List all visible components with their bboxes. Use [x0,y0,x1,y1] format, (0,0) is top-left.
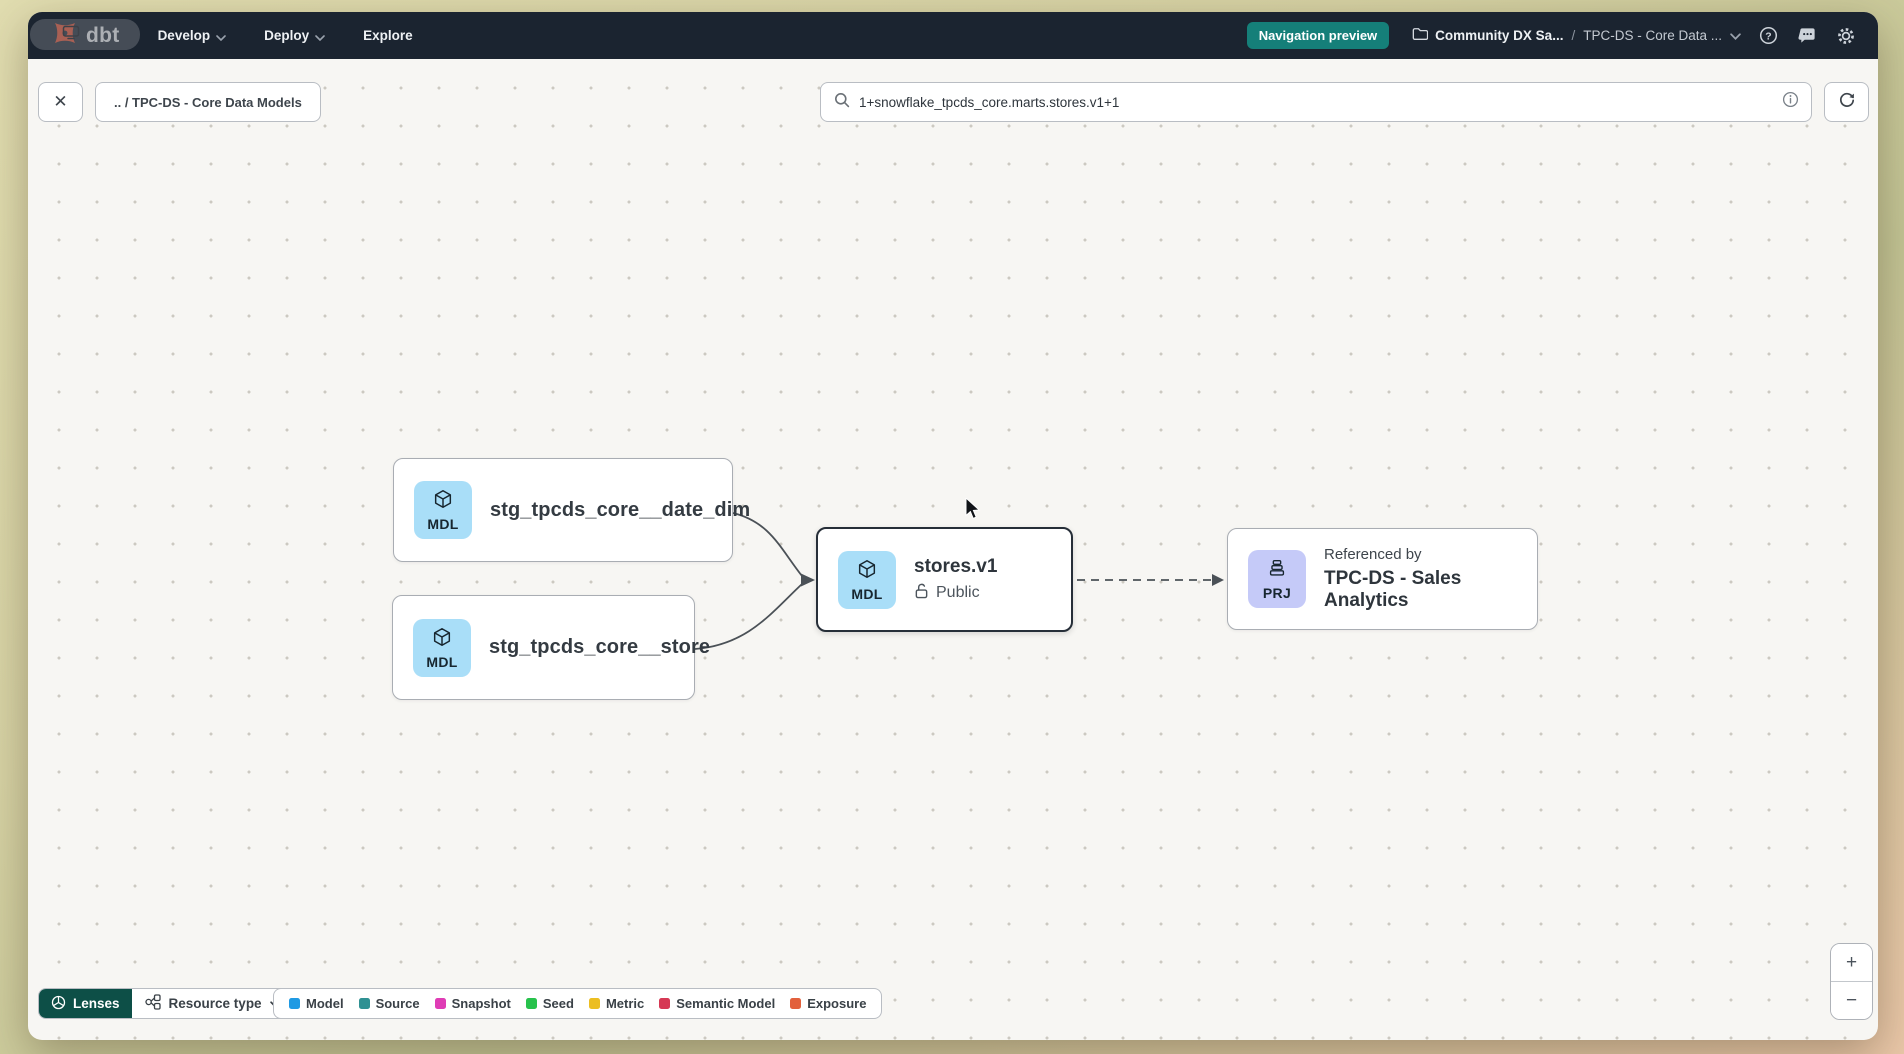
legend-item: Seed [525,996,574,1011]
legend-label: Source [375,996,420,1011]
nav-menu-develop[interactable]: Develop [158,28,227,44]
legend-swatch [525,998,537,1009]
help-icon[interactable]: ? [1756,24,1780,48]
display-icon [62,25,80,45]
node-stg-tpcds-core-date-dim[interactable]: MDL stg_tpcds_core__date_dim [393,458,750,562]
legend-label: Model [306,996,344,1011]
project-badge: PRJ [1248,550,1306,608]
close-lineage-button[interactable]: ✕ [38,82,83,122]
navigation-preview-badge[interactable]: Navigation preview [1246,22,1390,49]
legend-swatch [659,998,671,1009]
legend: Model Source Snapshot Seed Metric Semantic Mo… [273,988,883,1019]
cube-icon [432,488,454,515]
legend-item: Semantic Model [659,996,775,1011]
lenses-button[interactable]: Lenses [39,989,132,1018]
legend-swatch [790,998,802,1009]
legend-label: Metric [605,996,645,1011]
cube-icon [856,558,878,585]
resource-graph-icon [144,994,161,1013]
legend-item: Snapshot [434,996,511,1011]
close-icon: ✕ [53,92,68,111]
lock-open-icon [914,583,929,604]
model-badge: MDL [838,550,896,609]
breadcrumb-account[interactable]: Community DX Sa... [1412,27,1563,44]
legend-swatch [358,998,370,1009]
model-badge: MDL [413,618,471,677]
lenses-control-group: Lenses Resource type [38,988,295,1019]
legend-label: Snapshot [451,996,511,1011]
legend-item: Model [289,996,344,1011]
legend-swatch [289,998,300,1009]
node-stores-v1[interactable]: MDL stores.v1 Public [816,527,1073,632]
zoom-control: + − [1830,943,1873,1020]
breadcrumb: Community DX Sa... / TPC-DS - Core Data … [1412,27,1741,45]
legend-item: Metric [588,996,645,1011]
chevron-down-icon[interactable] [1730,27,1741,45]
model-badge: MDL [414,481,472,539]
nav-menu-explore[interactable]: Explore [363,28,413,43]
search-icon [834,92,850,113]
lineage-search-bar [820,82,1812,122]
node-tpcds-sales-analytics[interactable]: PRJ Referenced by TPC-DS - Sales Analyti… [1227,528,1538,630]
settings-gear-icon[interactable] [1834,24,1858,48]
badge-code: MDL [851,585,883,602]
breadcrumb-project[interactable]: TPC-DS - Core Data ... [1583,28,1722,43]
zoom-in-button[interactable]: + [1831,944,1872,981]
node-sublabel: Referenced by [1324,546,1422,563]
search-input[interactable] [859,94,1773,110]
stacked-drawers-icon [1266,557,1288,584]
badge-code: MDL [427,516,459,532]
node-label: stg_tpcds_core__store [489,636,711,658]
legend-swatch [434,998,446,1009]
node-stg-tpcds-core-store[interactable]: MDL stg_tpcds_core__store [392,595,710,700]
legend-swatch [588,998,600,1009]
node-access: Public [914,583,997,604]
cube-icon [431,626,453,653]
svg-text:?: ? [1765,31,1771,42]
navbar-right: Navigation preview Community DX Sa... / … [1246,22,1858,49]
chevron-down-icon [216,29,226,44]
zoom-out-button[interactable]: − [1831,982,1872,1019]
screen-share-indicator [30,19,140,50]
badge-code: PRJ [1262,585,1292,601]
chevron-down-icon [315,29,325,44]
node-label: stg_tpcds_core__date_dim [490,498,751,521]
breadcrumb-separator: / [1571,28,1576,43]
refresh-lineage-button[interactable] [1824,82,1869,122]
legend-label: Exposure [807,996,867,1011]
app-window: dbt Develop Deploy Explore Navigation pr… [28,12,1878,1040]
lens-aperture-icon [51,995,66,1013]
info-icon[interactable] [1782,91,1799,113]
zoom-divider [1831,981,1872,982]
legend-item: Source [358,996,420,1011]
badge-code: MDL [426,653,458,670]
node-label: stores.v1 [914,555,998,577]
folder-icon [1412,27,1429,44]
top-navbar: dbt Develop Deploy Explore Navigation pr… [28,12,1878,59]
legend-label: Semantic Model [676,996,776,1011]
resource-type-dropdown[interactable]: Resource type [132,989,294,1018]
nav-menu-deploy[interactable]: Deploy [264,28,325,44]
node-label: TPC-DS - Sales Analytics [1324,568,1462,611]
legend-item: Exposure [790,996,866,1011]
feedback-icon[interactable] [1795,24,1819,48]
legend-label: Seed [542,996,574,1011]
lineage-path-chip[interactable]: .. / TPC-DS - Core Data Models [95,82,321,122]
refresh-icon [1838,91,1856,114]
